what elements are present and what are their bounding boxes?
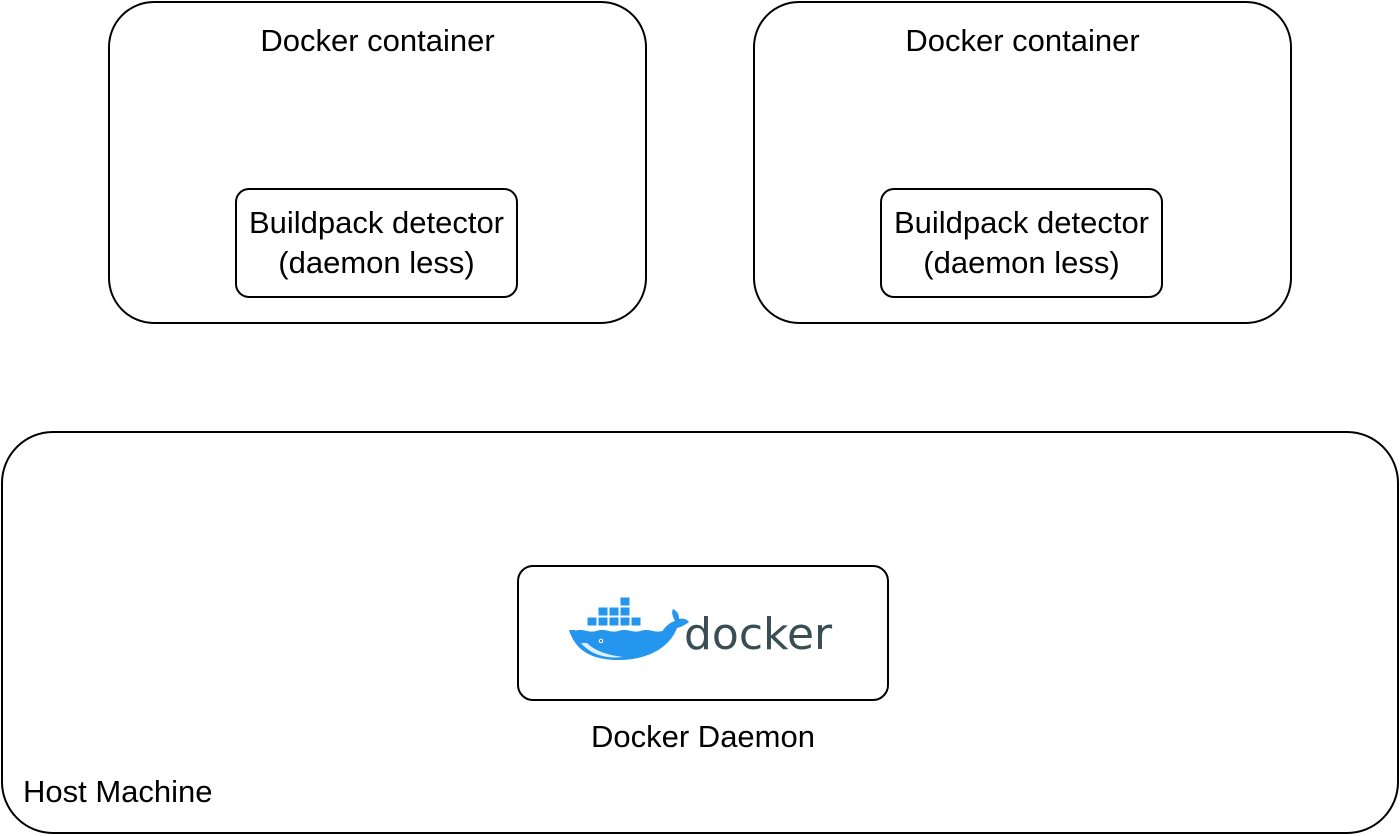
detector-sublabel: (daemon less)	[923, 245, 1120, 280]
buildpack-detector-left: Buildpack detector (daemon less)	[235, 188, 518, 298]
docker-daemon-label: Docker Daemon	[591, 719, 815, 754]
container-title: Docker container	[905, 23, 1140, 58]
detector-sublabel: (daemon less)	[278, 245, 475, 280]
buildpack-detector-right: Buildpack detector (daemon less)	[880, 188, 1163, 298]
detector-label: Buildpack detector	[893, 205, 1150, 240]
host-machine-label: Host Machine	[23, 774, 213, 809]
detector-label: Buildpack detector	[248, 205, 505, 240]
docker-wordmark: docker	[684, 609, 833, 660]
container-title: Docker container	[260, 23, 495, 58]
docker-daemon-box: docker	[517, 565, 889, 701]
docker-logo: docker	[569, 597, 833, 661]
docker-whale-icon	[569, 597, 689, 661]
